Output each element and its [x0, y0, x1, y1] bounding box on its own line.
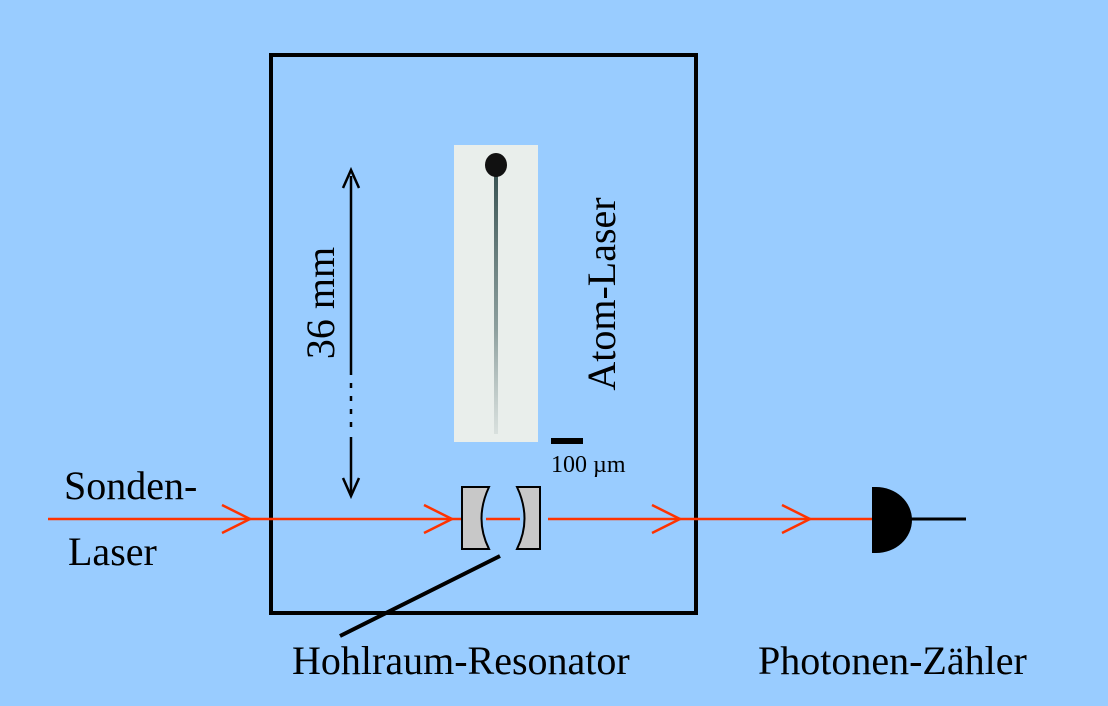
beam-arrowhead [651, 503, 683, 535]
beam-arrowhead [423, 503, 455, 535]
atom-laser-image [454, 145, 538, 442]
condensate-blob [485, 153, 507, 177]
probe-laser-label-line2: Laser [68, 529, 157, 574]
beam-arrowhead [781, 503, 813, 535]
right-mirror [515, 486, 541, 550]
probe-laser-beam [48, 503, 872, 535]
photon-counter-label: Photonen-Zähler [758, 638, 1027, 683]
left-mirror [461, 486, 491, 550]
vacuum-chamber [269, 53, 698, 615]
atom-laser-label: Atom-Laser [579, 197, 624, 391]
cavity-mirrors [461, 486, 541, 550]
probe-laser-label-line1: Sonden- [64, 463, 198, 508]
atom-beam-stream [494, 172, 498, 434]
distance-arrow [341, 166, 361, 500]
cavity-label: Hohlraum-Resonator [292, 638, 630, 683]
photon-detector-icon [872, 487, 966, 553]
scale-bar-label: 100 µm [551, 452, 626, 478]
scale-bar [551, 438, 583, 444]
beam-arrowhead [221, 503, 253, 535]
cavity-pointer-line [339, 554, 501, 638]
distance-label: 36 mm [298, 246, 343, 360]
